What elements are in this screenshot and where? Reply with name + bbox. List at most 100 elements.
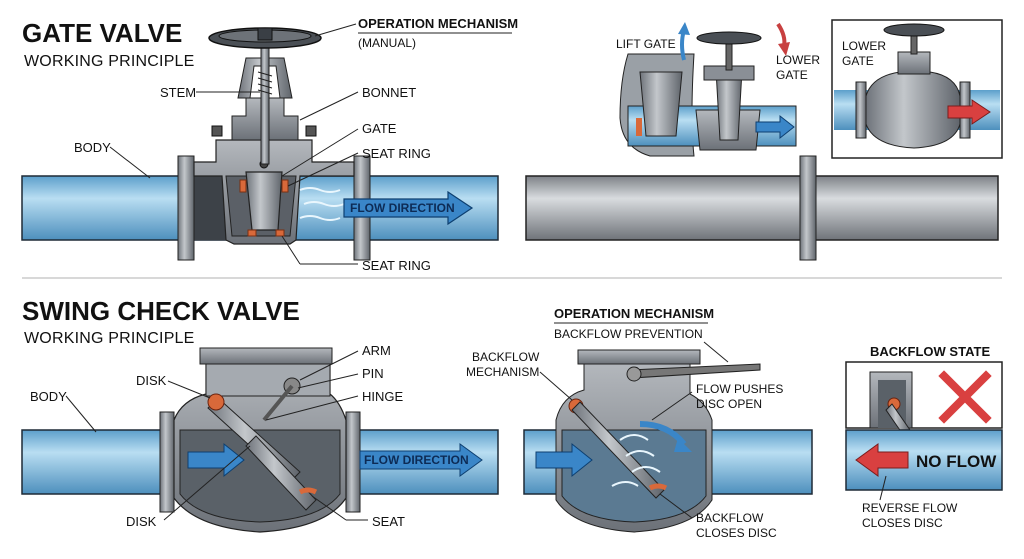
gate-flow-arrow (343, 190, 474, 226)
no-flow-x-icon (938, 370, 992, 424)
inset-handwheel (696, 31, 762, 45)
leader-swing-body (65, 395, 97, 433)
swing-cover (199, 347, 333, 365)
swing-flow-arrow-out (359, 443, 483, 477)
leader-reverse (879, 475, 887, 501)
reverse-label-2: CLOSES DISC (862, 516, 943, 530)
label-lower-gate-1: LOWER (776, 53, 820, 67)
swing-flange-right (345, 411, 361, 513)
leader-gate (281, 128, 359, 177)
mech-lever-pivot (626, 366, 642, 382)
bonnet-bolt-left (211, 125, 223, 137)
label-bonnet: BONNET (362, 85, 416, 100)
gate-yoke (237, 57, 293, 99)
lift-arrow-shaft (680, 29, 686, 61)
lift-arrow-head (678, 22, 690, 35)
no-flow-label: NO FLOW (916, 452, 997, 471)
label-lift-gate: LIFT GATE (616, 37, 676, 51)
lower-arrow-shaft (776, 22, 787, 47)
swing-hinge-point (207, 393, 225, 411)
gate-valve-section: GATE VALVE WORKING PRINCIPLE (21, 16, 518, 273)
swing-op-title: OPERATION MECHANISM (554, 306, 714, 321)
grey-pipe (525, 175, 999, 241)
inset-flow-arrow (755, 114, 795, 140)
label-stem: STEM (160, 85, 196, 100)
box-bonnet (897, 51, 931, 75)
inset-seat-left (636, 118, 642, 136)
bonnet-bolt-right (305, 125, 317, 137)
swing-mechanism-section: OPERATION MECHANISM BACKFLOW PREVENTION … (466, 306, 813, 540)
box-label-lower-2: GATE (842, 54, 874, 68)
leader-seat-top (287, 152, 359, 187)
leader-gate-body (109, 146, 151, 179)
swing-op-sub: BACKFLOW PREVENTION (554, 327, 703, 341)
box-flange-left (855, 81, 867, 139)
swing-title: SWING CHECK VALVE (22, 296, 300, 326)
swing-disk (245, 435, 317, 511)
swing-seat (298, 487, 318, 495)
leader-closes (659, 493, 693, 519)
closes-label-2: CLOSES DISC (696, 526, 777, 540)
swing-label-body: BODY (30, 389, 67, 404)
gate-stem (260, 39, 270, 165)
swing-flow-label: FLOW DIRECTION (364, 453, 469, 467)
gate-wedge (245, 171, 283, 231)
swing-label-disk-bottom: DISK (126, 514, 157, 529)
inset-gate-left (639, 71, 683, 137)
mech-flow-swirls (611, 434, 661, 487)
swing-label-arm: ARM (362, 343, 391, 358)
gate-title: GATE VALVE (22, 18, 182, 48)
mech-label-2: MECHANISM (466, 365, 539, 379)
leader-op (314, 23, 357, 37)
grey-pipe-flange (799, 155, 817, 261)
seat-ring-bottom-right (275, 229, 285, 237)
swing-linkage (262, 384, 294, 422)
closes-label-1: BACKFLOW (696, 511, 764, 525)
gate-subtitle: WORKING PRINCIPLE (24, 53, 195, 70)
push-label-2: DISC OPEN (696, 397, 762, 411)
swing-bonnet (205, 363, 331, 397)
lower-arrow-head (778, 42, 790, 56)
gate-flow-ripples (299, 187, 345, 221)
push-label-1: FLOW PUSHES (696, 382, 783, 396)
gate-op-title: OPERATION MECHANISM (358, 16, 518, 31)
seat-ring-top-right (281, 179, 289, 193)
box-red-arrow (947, 99, 991, 125)
leader-op-sub (703, 341, 729, 363)
leader-arm (299, 350, 359, 381)
swing-label-disk-top: DISK (136, 373, 167, 388)
gate-flow-label: FLOW DIRECTION (350, 201, 455, 215)
leader-disk-top (167, 380, 211, 399)
mech-cover (577, 349, 701, 365)
box-label-lower-1: LOWER (842, 39, 886, 53)
mech-push-arrow-head (674, 438, 692, 452)
handwheel-hub (257, 27, 273, 41)
label-seat-ring-top: SEAT RING (362, 146, 431, 161)
swing-label-hinge: HINGE (362, 389, 404, 404)
mech-push-arrow (639, 421, 687, 446)
leader-seat-b (311, 495, 347, 521)
backflow-box (845, 361, 1003, 429)
box-valve-body (865, 71, 961, 149)
mech-disk-arm (571, 401, 665, 499)
mech-label-1: BACKFLOW (472, 350, 540, 364)
leader-hinge (265, 395, 359, 421)
mech-interior (561, 429, 707, 523)
label-seat-ring-bottom: SEAT RING (362, 258, 431, 273)
backflow-section: BACKFLOW STATE NO FLOW REVERSE FLOW CLOS… (845, 344, 1003, 530)
leader-mech (539, 371, 573, 401)
mech-flow-arrow-in (535, 442, 593, 478)
reverse-label-1: REVERSE FLOW (862, 501, 958, 515)
seat-ring-bottom-left (247, 229, 257, 237)
swing-valve-section: SWING CHECK VALVE WORKING PRINCIPLE FLOW… (21, 296, 499, 533)
seat-ring-top-left (239, 179, 247, 193)
backflow-title: BACKFLOW STATE (870, 344, 990, 359)
swing-label-seat: SEAT (372, 514, 405, 529)
label-gate-body: BODY (74, 140, 111, 155)
gate-flange-left (177, 155, 195, 261)
mech-seat (648, 483, 668, 491)
swing-flange-left (159, 411, 175, 513)
swing-label-pin: PIN (362, 366, 384, 381)
